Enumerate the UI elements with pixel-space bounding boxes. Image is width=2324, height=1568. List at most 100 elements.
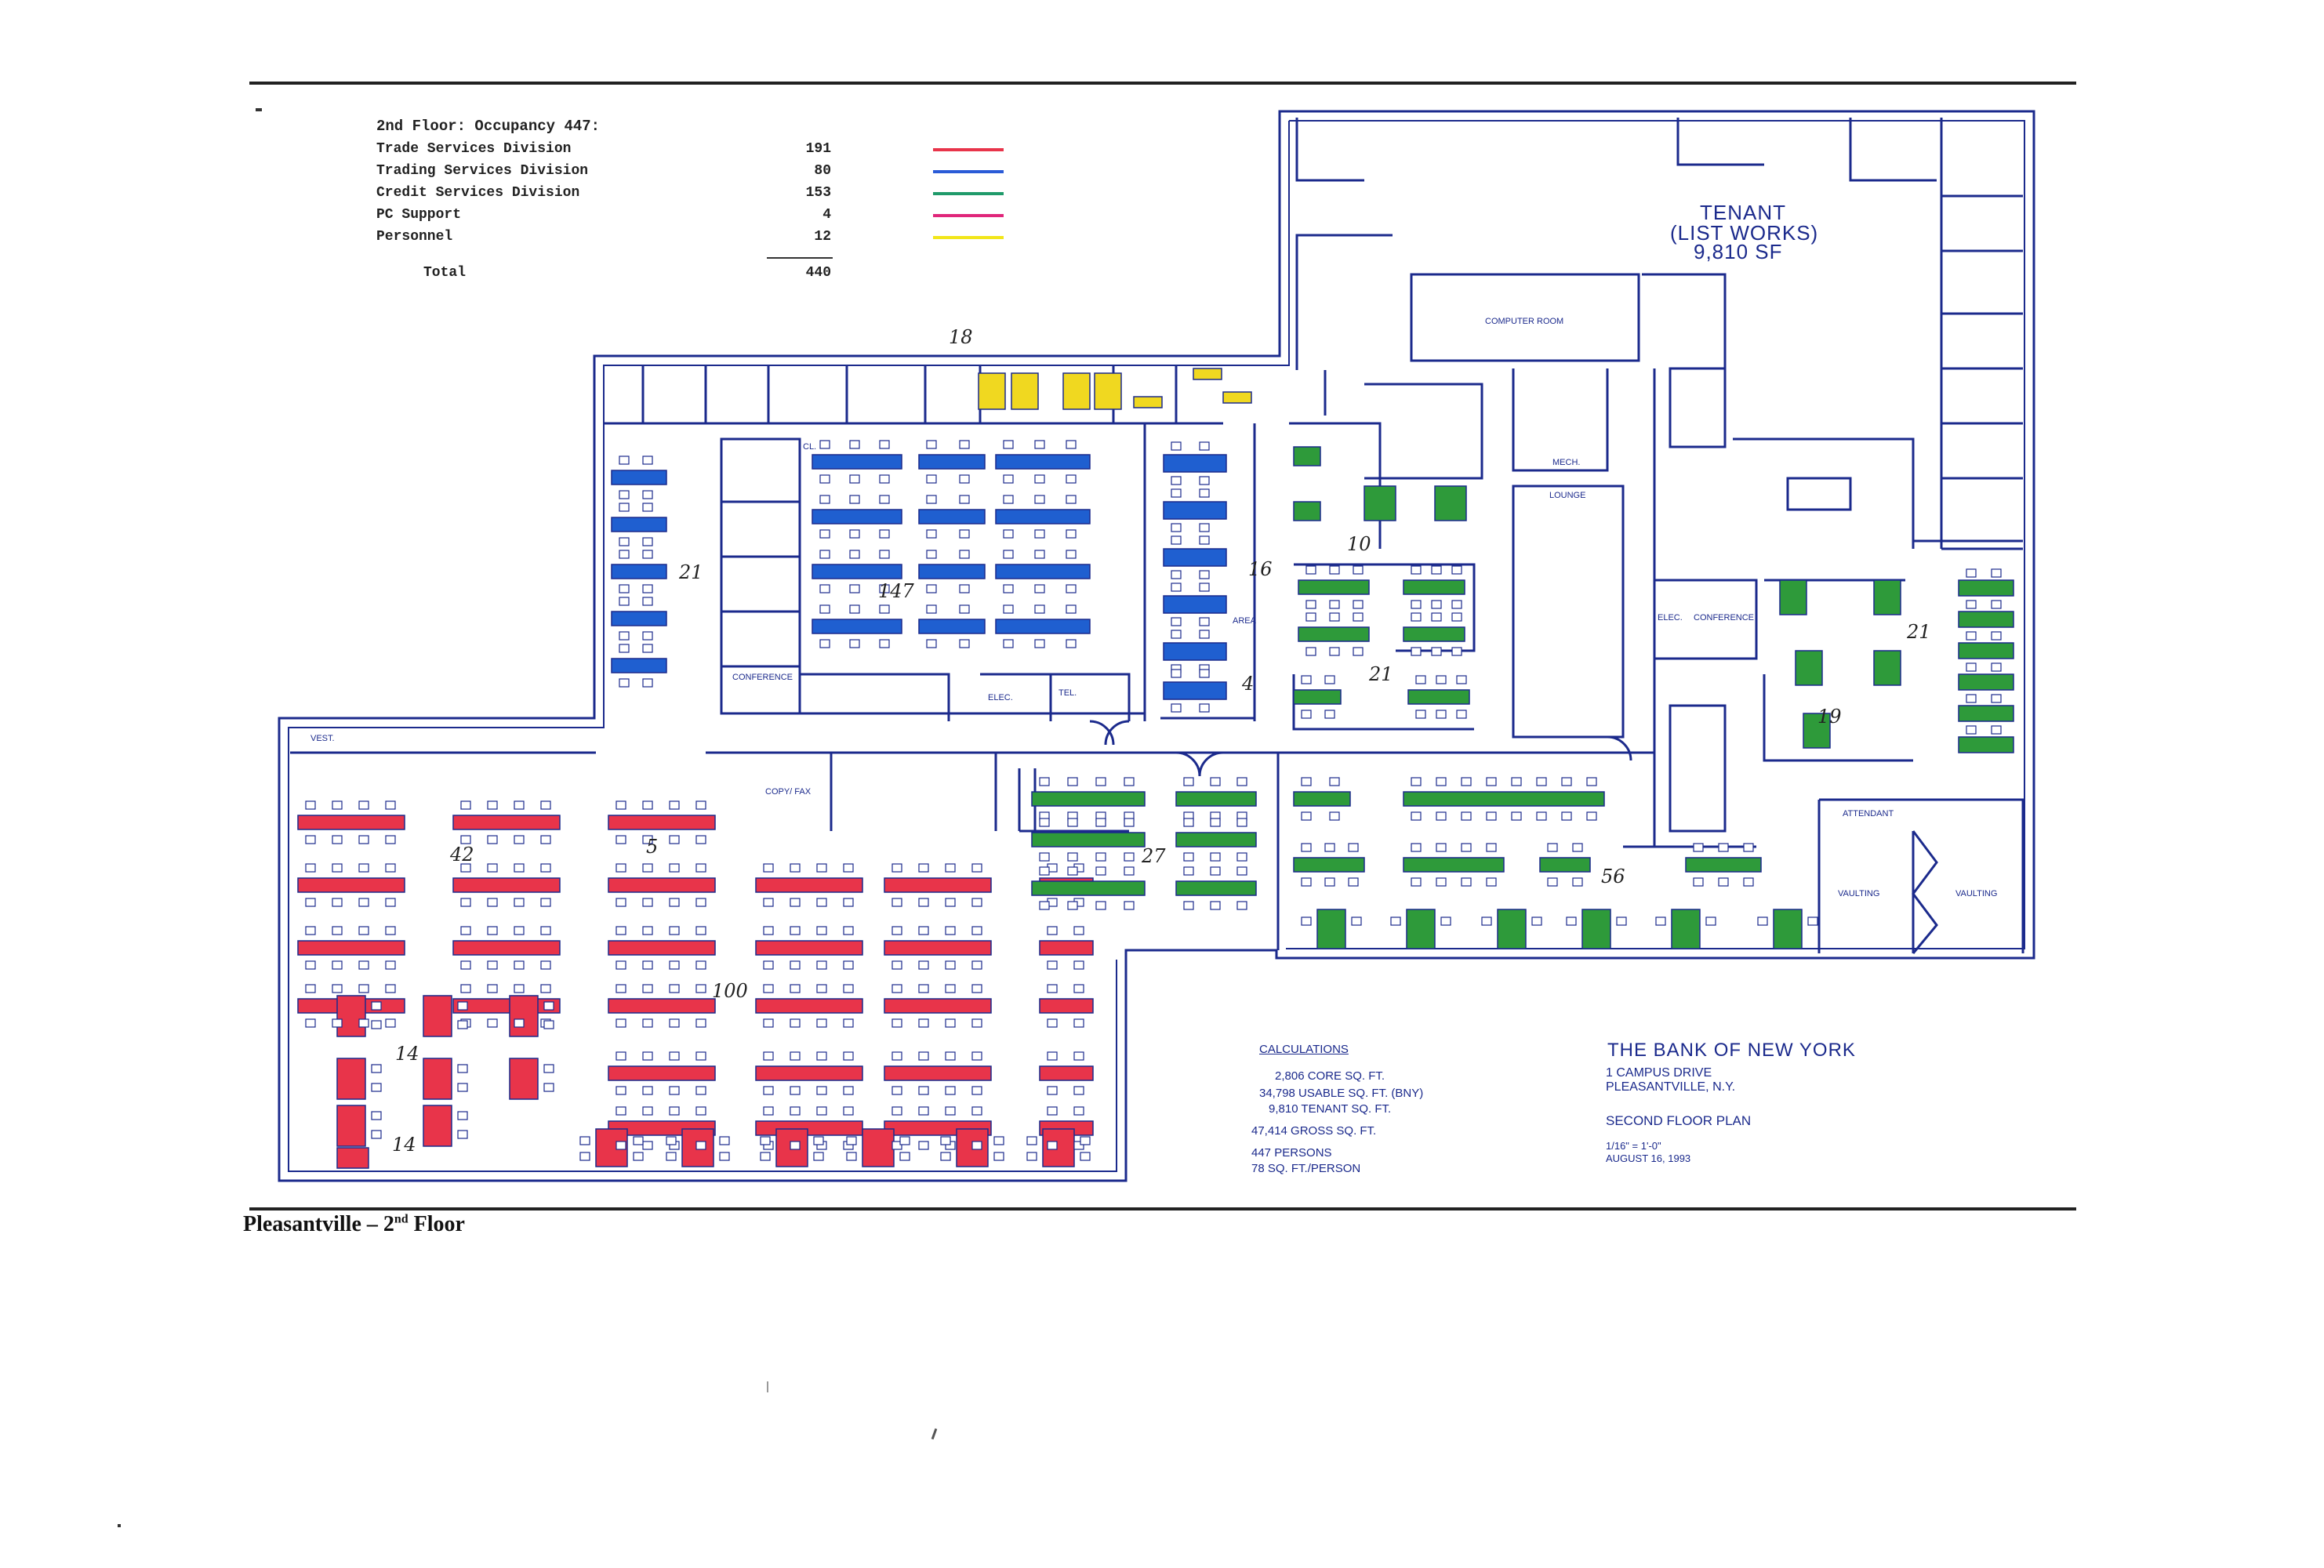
chair (1411, 600, 1422, 609)
chair (763, 898, 774, 907)
chair (1039, 818, 1050, 827)
workstation-desk (1873, 579, 1901, 615)
attendant-label: ATTENDANT (1843, 809, 1894, 818)
chair (1511, 777, 1522, 786)
chair (790, 863, 801, 873)
chair (487, 960, 498, 970)
vaulting-label-2: VAULTING (1955, 889, 1998, 898)
chair (879, 440, 890, 449)
chair (615, 800, 626, 810)
chair (1003, 604, 1014, 614)
chair (1456, 675, 1467, 684)
chair (1095, 901, 1106, 910)
address-line-1: 1 CAMPUS DRIVE (1606, 1066, 1712, 1080)
workstation-desk (995, 564, 1091, 579)
workstation-desk (1403, 579, 1465, 595)
chair (918, 960, 929, 970)
chair (1353, 565, 1364, 575)
chair (849, 495, 860, 504)
chair (514, 984, 525, 993)
chair (619, 644, 630, 653)
workstation-desk (812, 509, 902, 524)
area-label: AREA (1233, 616, 1256, 626)
chair (1991, 662, 2002, 672)
chair (460, 863, 471, 873)
chair (371, 1020, 382, 1029)
chair (843, 863, 854, 873)
chair (666, 1136, 677, 1145)
chair (849, 604, 860, 614)
closet-label: CL. (803, 442, 817, 452)
chair (669, 800, 680, 810)
workstation-desk (918, 564, 986, 579)
chair (514, 898, 525, 907)
chair (763, 863, 774, 873)
chair (1411, 877, 1422, 887)
chair (879, 529, 890, 539)
workstation-desk (608, 815, 716, 830)
chair (669, 1086, 680, 1095)
chair (615, 1141, 626, 1150)
legend-row-name: Trading Services Division (376, 163, 589, 179)
chair (1047, 1018, 1058, 1028)
chair (457, 1130, 468, 1139)
chair (1183, 852, 1194, 862)
chair (843, 926, 854, 935)
chair (371, 1064, 382, 1073)
chair (1411, 811, 1422, 821)
chair (1431, 565, 1442, 575)
chair (816, 1051, 827, 1061)
chair (1034, 529, 1045, 539)
chair (695, 984, 706, 993)
workstation-desk (1031, 832, 1146, 848)
workstation-desk (1406, 909, 1436, 949)
chair (763, 1086, 774, 1095)
chair (615, 1086, 626, 1095)
chair (819, 550, 830, 559)
legend-row-count: 12 (814, 229, 831, 245)
chair (642, 490, 653, 499)
scan-mark (118, 1524, 121, 1527)
chair (1451, 565, 1462, 575)
workstation-desk (611, 517, 667, 532)
chair (1301, 777, 1312, 786)
chair (695, 835, 706, 844)
chair (899, 1136, 910, 1145)
workstation-desk (1094, 372, 1122, 410)
chair (332, 863, 343, 873)
chair (1743, 843, 1754, 852)
workstation-desk (1293, 501, 1321, 521)
chair (514, 1018, 525, 1028)
workstation-desk (423, 1105, 452, 1147)
workstation-desk (918, 619, 986, 634)
legend-row: Trade Services Division 191 (376, 141, 1066, 163)
chair (619, 456, 630, 465)
chair (615, 1018, 626, 1028)
chair (819, 604, 830, 614)
chair (385, 863, 396, 873)
workstation-desk (1581, 909, 1611, 949)
chair (1236, 777, 1247, 786)
chair (918, 863, 929, 873)
chair (816, 1018, 827, 1028)
chair (1034, 550, 1045, 559)
chair (1171, 488, 1182, 498)
chair (385, 800, 396, 810)
lower-partitions (1019, 751, 1654, 950)
handwritten-count: 14 (392, 1134, 416, 1156)
chair (819, 474, 830, 484)
legend-row-name: PC Support (376, 207, 462, 223)
chair (959, 474, 970, 484)
chair (1329, 777, 1340, 786)
chair (669, 1018, 680, 1028)
chair (305, 984, 316, 993)
chair (1536, 777, 1547, 786)
chair (305, 863, 316, 873)
chair (358, 926, 369, 935)
workstation-desk (1958, 611, 2014, 628)
chair (1451, 612, 1462, 622)
chair (642, 960, 653, 970)
chair (1486, 843, 1497, 852)
chair (1210, 901, 1221, 910)
